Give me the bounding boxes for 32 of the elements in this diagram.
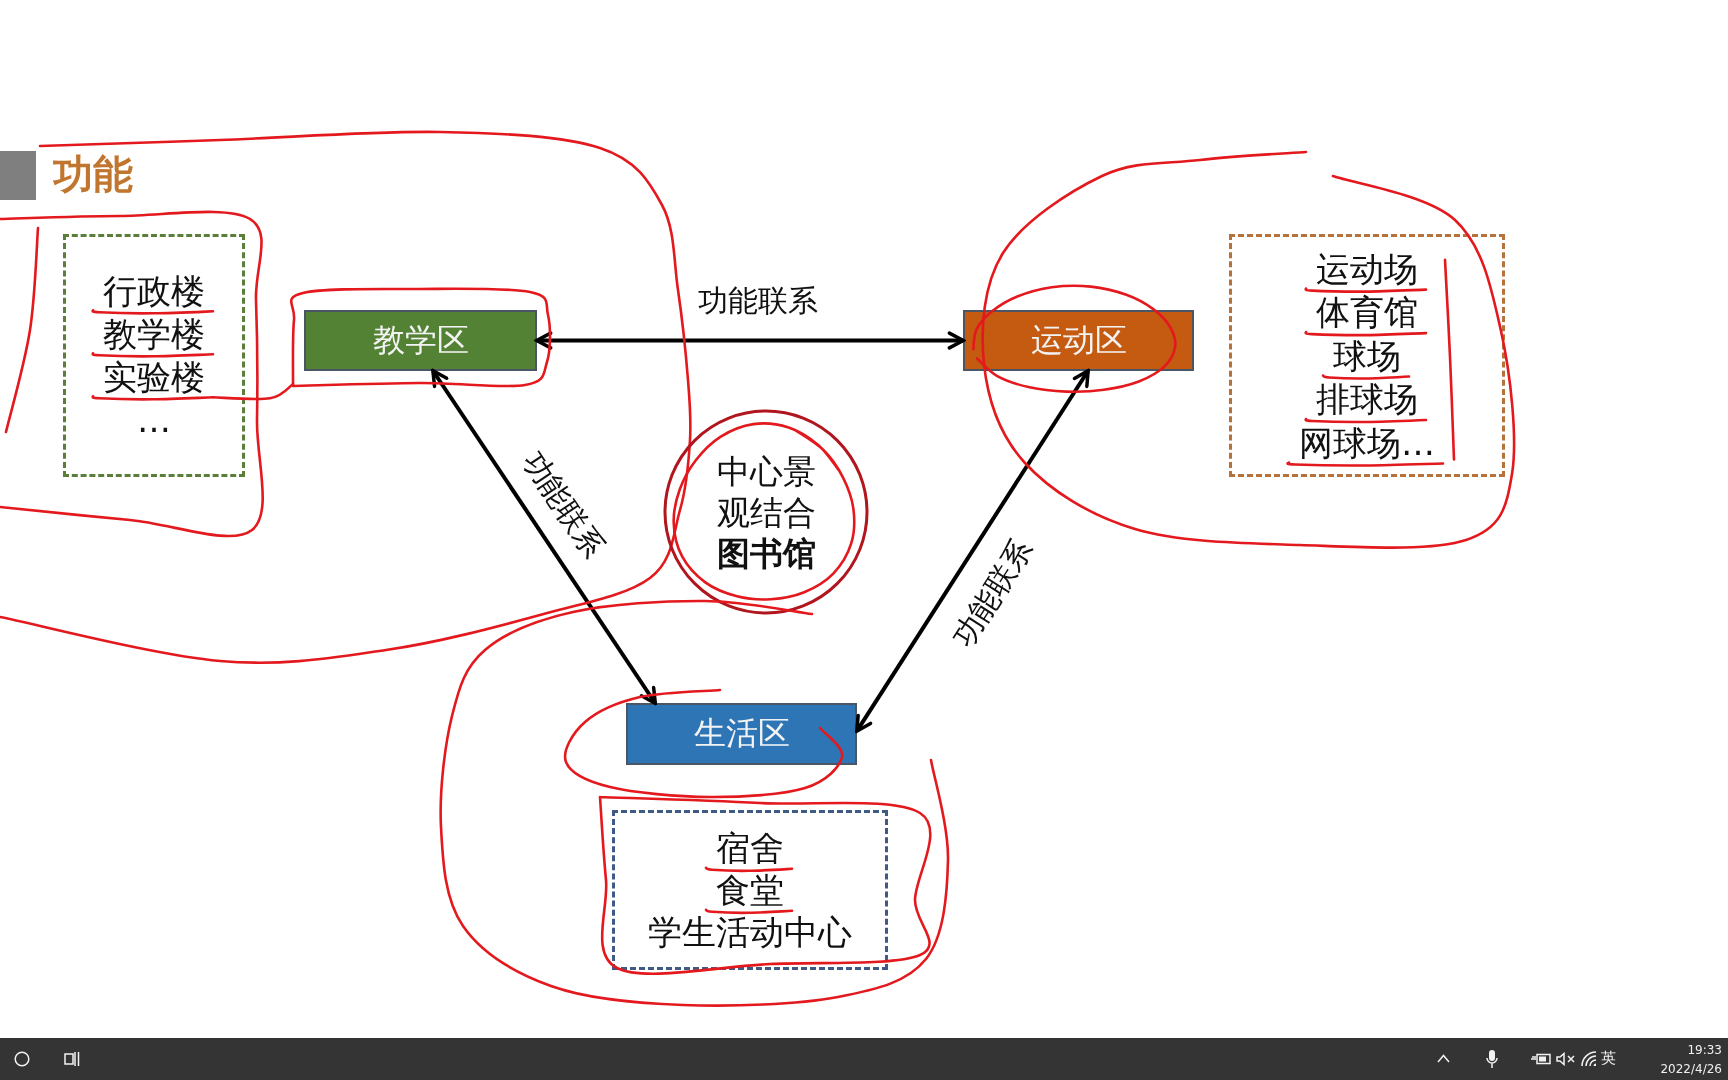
dashed-frame bbox=[612, 810, 888, 970]
arrow bbox=[534, 331, 966, 350]
zone-box bbox=[626, 703, 857, 765]
arrow bbox=[855, 368, 1090, 733]
center-note: 中心景观结合图书馆 bbox=[716, 451, 816, 574]
zone-box bbox=[963, 310, 1194, 371]
clock-time: 19:33 bbox=[1687, 1043, 1722, 1057]
list-item-text: 教学楼 bbox=[103, 316, 205, 353]
list-item-text: 运动场 bbox=[1316, 251, 1418, 288]
slide-title: 功能 bbox=[53, 150, 133, 199]
list-item-text: 学生活动中心 bbox=[648, 915, 852, 951]
list-item-text: 体育馆 bbox=[1316, 295, 1418, 332]
zone-name: 生活区 bbox=[693, 713, 790, 754]
edge-label: 功能联系 bbox=[698, 283, 818, 318]
list-item-text: 网球场… bbox=[1299, 425, 1435, 462]
list-item-text: … bbox=[137, 402, 171, 439]
dashed-frame bbox=[63, 234, 245, 477]
dashed-frame bbox=[1229, 234, 1505, 477]
list-item-text: 行政楼 bbox=[103, 273, 205, 310]
ime-label: 英 bbox=[1601, 1048, 1616, 1068]
edge-label: 功能联系 bbox=[946, 532, 1041, 653]
list-item-text: 食堂 bbox=[716, 873, 784, 909]
zone-box bbox=[304, 310, 537, 371]
list-item-text: 实验楼 bbox=[103, 359, 205, 396]
edge-label: 功能联系 bbox=[515, 445, 612, 565]
clock-date: 2022/4/26 bbox=[1660, 1062, 1722, 1076]
arrow bbox=[431, 368, 658, 706]
zone-name: 教学区 bbox=[372, 319, 469, 361]
list-item-text: 球场 bbox=[1333, 338, 1401, 375]
list-item-text: 宿舍 bbox=[716, 831, 784, 867]
zone-name: 运动区 bbox=[1030, 319, 1127, 361]
list-item-text: 排球场 bbox=[1316, 382, 1418, 419]
